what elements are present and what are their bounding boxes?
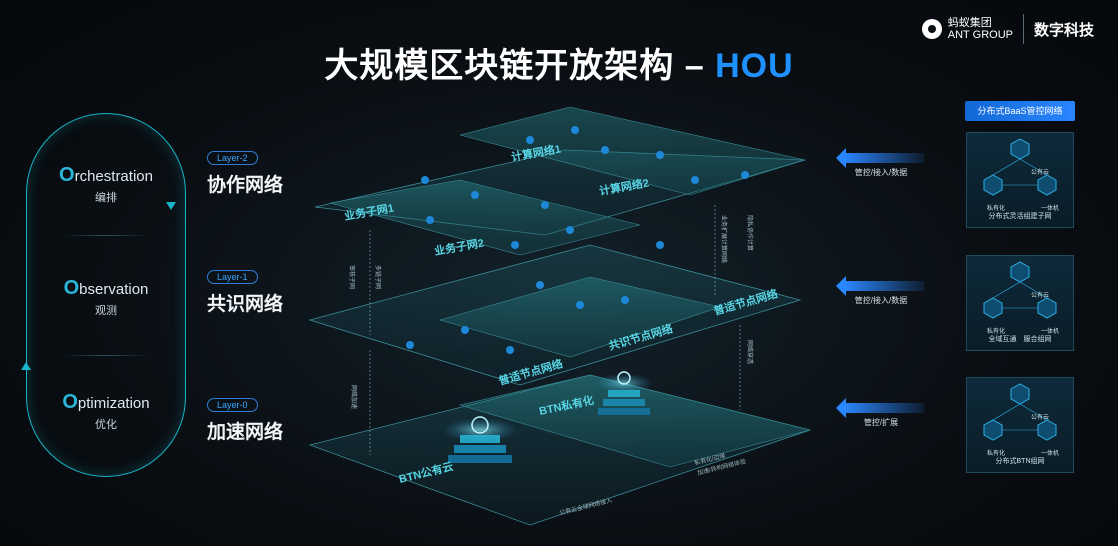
layered-network-diagram: BTN私有化 BTN公有云 公有云全球网络接入 私有化/边缘 加速/异构网络体验… [290,95,830,540]
ant-logo-icon [922,19,942,39]
baas-panel-3: 公有云 私有化 一体机 分布式BTN组网 [966,377,1074,473]
top-label: 业务子网2 [433,235,485,257]
arrow-row-1: 管控/接入/数据 [838,153,924,178]
loop-item-optimization: Optimization 优化 [26,391,186,432]
node-icon [656,241,664,249]
layer-tag: Layer-2 [207,151,258,165]
layer-tag: Layer-1 [207,270,258,284]
node-icon [536,281,544,289]
node-icon [576,301,584,309]
baas-panel-2: 公有云 私有化 一体机 全域互通 服合组网 [966,255,1074,351]
node-icon [406,341,414,349]
loop-item-observation: Observation 观测 [26,277,186,318]
node-icon [506,346,514,354]
connector-note: 业务扩展计算网络 [720,215,728,263]
connector-note: 网络加速 [350,385,358,409]
arrow-row-3: 管控/扩展 [838,403,924,428]
connector-note: 隐私协作计算 [746,215,754,251]
layer-label-1: Layer-1 共识网络 [207,267,283,316]
node-icon [566,226,574,234]
baas-title: 分布式BaaS管控网络 [965,101,1075,121]
node-icon [601,146,609,154]
loop-divider [62,355,150,356]
connector-note: 多链子网 [374,265,382,289]
layer-name: 加速网络 [207,417,283,444]
baas-panel-1: 公有云 私有化 一体机 分布式灵活组建子网 [966,132,1074,228]
node-icon [621,296,629,304]
node-icon [691,176,699,184]
node-icon [571,126,579,134]
brand-divider [1023,14,1024,44]
connector-note: 网络穿透 [746,340,754,364]
node-icon [461,326,469,334]
arrow-left-icon [836,276,846,296]
layer-name: 共识网络 [207,289,283,316]
brand-tech: 数字科技 [1034,19,1094,40]
connector-note: 审核子网 [348,265,356,289]
network-topology-icon [967,378,1073,448]
arrow-row-2: 管控/接入/数据 [838,281,924,306]
node-icon [526,136,534,144]
node-icon [421,176,429,184]
arrow-left-icon [836,148,846,168]
node-icon [741,171,749,179]
brand-logo: 蚂蚁集团 ANT GROUP 数字科技 [922,14,1094,44]
layer-label-0: Layer-0 加速网络 [207,395,283,444]
node-icon [471,191,479,199]
loop-arrow-up-icon [21,362,31,370]
node-icon [426,216,434,224]
brand-name-en: ANT GROUP [948,29,1013,41]
node-icon [511,241,519,249]
node-icon [541,201,549,209]
brand-name-cn: 蚂蚁集团 [948,17,1013,29]
page-title: 大规模区块链开放架构 – HOU [0,38,1118,87]
layer-label-2: Layer-2 协作网络 [207,148,283,197]
layer-name: 协作网络 [207,170,283,197]
loop-divider [62,235,150,236]
layer-tag: Layer-0 [207,398,258,412]
network-topology-icon [967,133,1073,203]
loop-item-orchestration: Orchestration 编排 [26,164,186,205]
node-icon [656,151,664,159]
network-topology-icon [967,256,1073,326]
arrow-left-icon [836,398,846,418]
